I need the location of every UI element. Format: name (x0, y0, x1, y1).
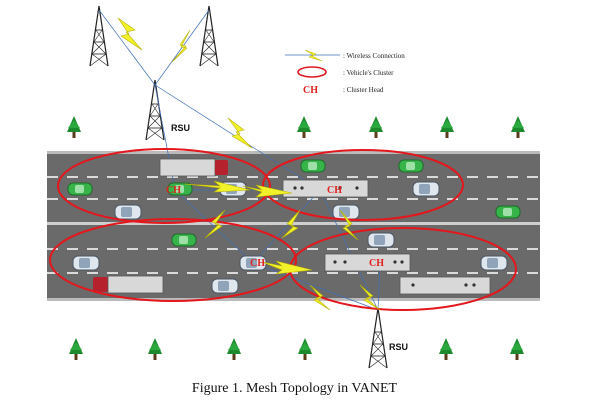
tree-row-bottom (69, 338, 524, 360)
legend-ch-symbol: CH (303, 85, 318, 96)
lightning-icon (171, 29, 191, 63)
car-icon (72, 255, 100, 271)
lightning-icon (339, 209, 359, 241)
tree-icon (439, 338, 453, 360)
truck-vehicle (93, 275, 164, 294)
lightning-icon (309, 284, 331, 311)
cluster-head-label: CH (166, 185, 181, 196)
tree-icon (511, 116, 525, 138)
rsu-label-top: RSU (171, 123, 190, 133)
cluster-ring (57, 148, 271, 224)
lightning-icon (227, 117, 253, 149)
car-icon (367, 232, 395, 248)
vehicles-upper (67, 158, 521, 220)
car-icon (67, 182, 93, 196)
base-station-tower-left (89, 5, 109, 67)
car-icon (398, 159, 424, 173)
tower-icon (368, 307, 388, 369)
legend-cluster-text: : Vehicle's Cluster (343, 69, 394, 77)
lightning-icon (261, 260, 313, 275)
tower-icon (89, 5, 109, 67)
median (47, 222, 540, 225)
lightning-icon (359, 284, 381, 311)
cluster-ring (262, 149, 464, 221)
car-icon (480, 255, 508, 271)
tree-icon (227, 338, 241, 360)
wireless-links (117, 17, 381, 311)
lightning-icon (242, 184, 293, 198)
cluster-ring (49, 218, 297, 302)
bus-vehicle (282, 179, 369, 198)
base-station-tower-right (199, 5, 219, 67)
figure-caption: Figure 1. Mesh Topology in VANET (191, 381, 398, 396)
legend-cluster-head-text: : Cluster Head (343, 86, 384, 94)
tree-icon (440, 116, 454, 138)
cluster-head-label: CH (369, 258, 384, 269)
tree-icon (510, 338, 524, 360)
rsu-label-bottom: RSU (389, 342, 408, 352)
tree-icon (369, 116, 383, 138)
legend-cluster-icon (297, 66, 327, 78)
car-icon (412, 181, 440, 197)
lightning-icon (117, 17, 143, 51)
tree-icon (148, 338, 162, 360)
tree-icon (67, 116, 81, 138)
bus-vehicle (324, 253, 411, 272)
car-icon (300, 159, 326, 173)
tree-row-top (67, 116, 525, 138)
cluster-head-label: CH (250, 258, 265, 269)
tree-icon (298, 338, 312, 360)
legend: : Wireless Connection : Vehicle's Cluste… (285, 49, 405, 96)
car-icon (211, 278, 239, 294)
bus-vehicle (399, 276, 491, 295)
car-icon (495, 205, 521, 219)
legend-wireless-icon (285, 49, 340, 62)
vehicles-lower (72, 232, 508, 295)
rsu-tower-bottom (368, 307, 388, 369)
cluster-head-label: CH (327, 185, 342, 196)
tree-icon (297, 116, 311, 138)
lightning-icon (204, 209, 226, 239)
lightning-icon (281, 209, 301, 239)
cluster-head-labels: CH CH CH CH (166, 185, 384, 269)
car-icon (114, 204, 142, 220)
legend-wireless-text: : Wireless Connection (343, 52, 405, 60)
lightning-icon (184, 180, 251, 193)
truck-vehicle (159, 158, 228, 177)
tower-icon (199, 5, 219, 67)
tree-icon (69, 338, 83, 360)
car-icon (171, 233, 197, 247)
